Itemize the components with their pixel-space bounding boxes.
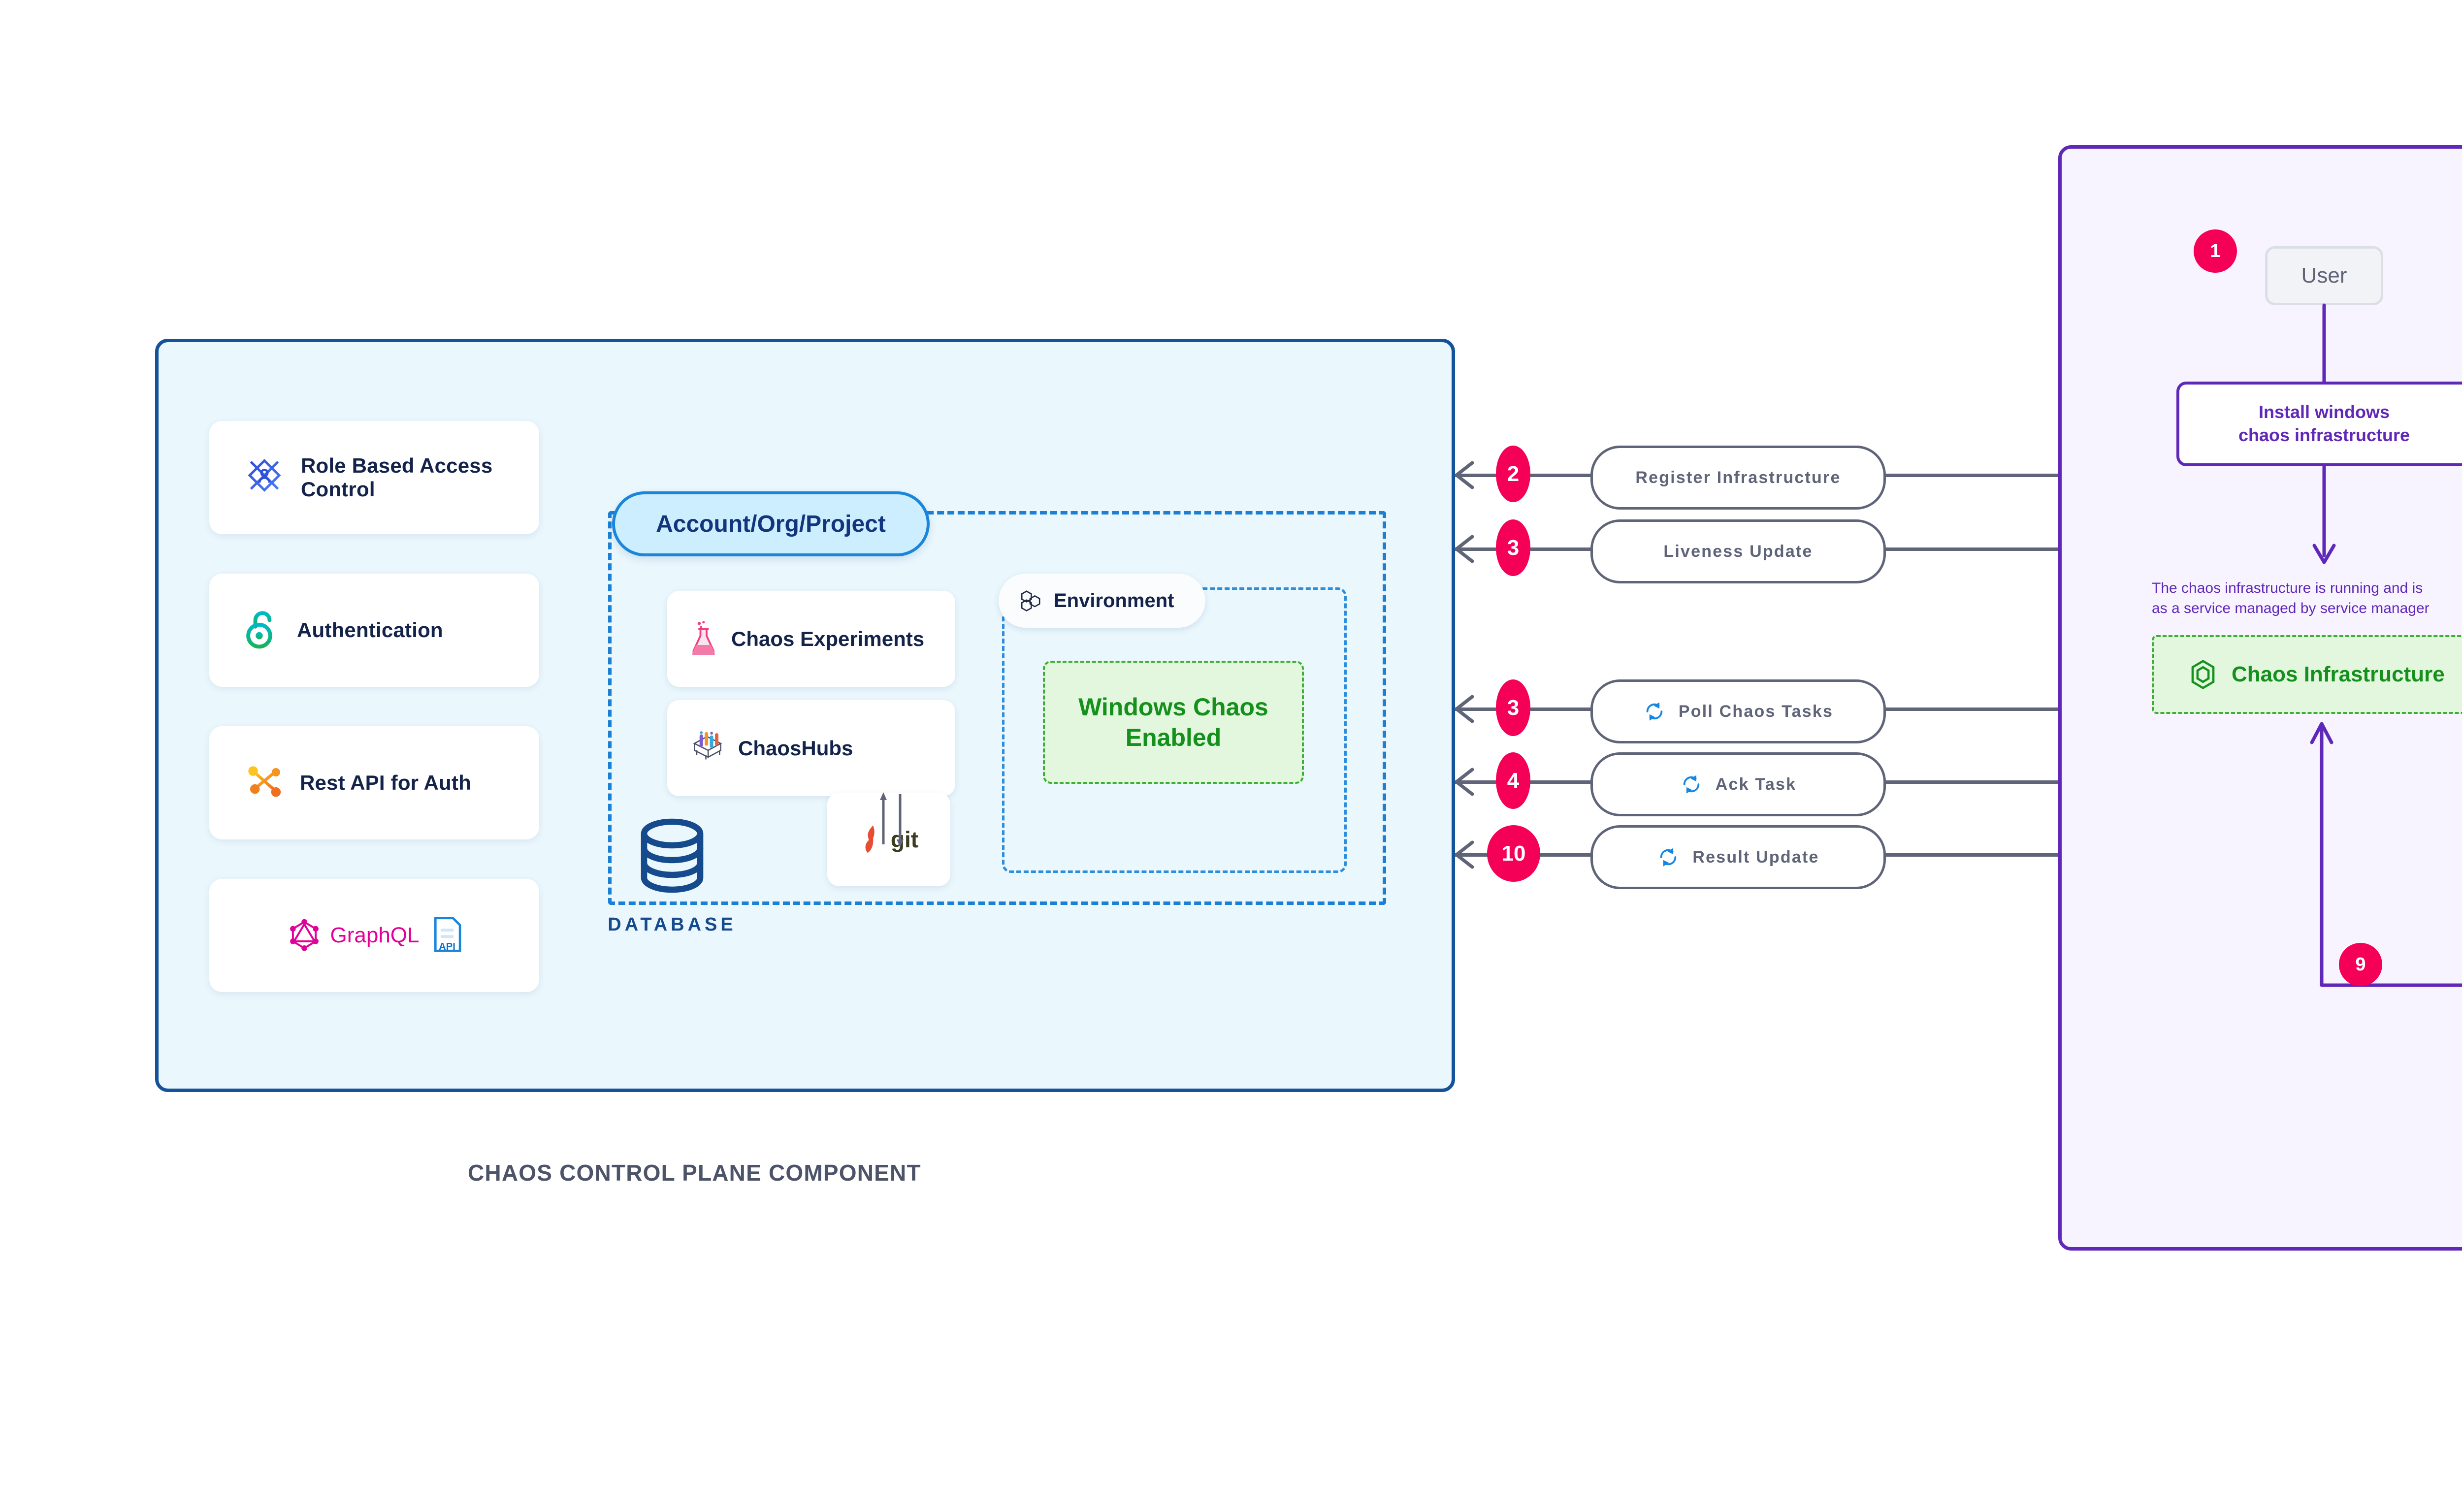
arrow-left-result: [1455, 840, 1474, 869]
sync-icon: [1680, 773, 1703, 796]
database-group: DATABASE: [591, 817, 753, 935]
connector-liveness-update[interactable]: Liveness Update: [1590, 519, 1886, 583]
inner-card-chaoshubs[interactable]: ChaosHubs: [667, 700, 955, 796]
connector-poll-chaos-tasks[interactable]: Poll Chaos Tasks: [1590, 679, 1886, 743]
badge-3-poll: 3: [1496, 679, 1530, 736]
feature-label: Rest API for Auth: [300, 771, 471, 794]
git-label: git: [890, 827, 919, 852]
connector-label: Poll Chaos Tasks: [1678, 702, 1834, 721]
feature-card-graphql[interactable]: GraphQL API: [209, 879, 539, 992]
git-icon: [865, 825, 875, 853]
connector-ack-task[interactable]: Ack Task: [1590, 752, 1886, 816]
graphql-icon: [286, 916, 323, 955]
account-org-project-container: [608, 511, 1386, 905]
rest-api-icon: [245, 763, 283, 804]
feature-card-rest-api[interactable]: Rest API for Auth: [209, 726, 539, 839]
connector-label: Ack Task: [1715, 774, 1797, 794]
git-card[interactable]: git: [827, 793, 950, 886]
badge-4: 4: [1496, 752, 1530, 809]
arrow-left-liveness: [1455, 535, 1474, 563]
inner-card-label: Chaos Experiments: [731, 627, 925, 650]
test-tube-rack-icon: [690, 731, 725, 766]
connector-label: Liveness Update: [1663, 542, 1813, 561]
chaos-infrastructure-label: Chaos Infrastructure: [2232, 662, 2445, 686]
database-icon: [641, 818, 704, 893]
chaos-infrastructure-node[interactable]: Chaos Infrastructure: [2152, 635, 2462, 714]
badge-1: 1: [2194, 229, 2237, 273]
feature-card-authentication[interactable]: Authentication: [209, 574, 539, 687]
environment-chip[interactable]: Environment: [999, 574, 1205, 628]
connector-register-infrastructure[interactable]: Register Infrastructure: [1590, 446, 1886, 510]
connector-result-update[interactable]: Result Update: [1590, 825, 1886, 889]
arrow-left-poll: [1455, 695, 1474, 723]
graphql-label: GraphQL: [330, 923, 420, 947]
inner-card-label: ChaosHubs: [738, 736, 853, 760]
connector-label: Register Infrastructure: [1635, 468, 1841, 487]
badge-3-liveness: 3: [1496, 519, 1530, 576]
feature-label: Role Based Access Control: [301, 454, 493, 501]
badge-10: 10: [1487, 825, 1540, 882]
authentication-icon: [245, 609, 280, 652]
badge-9: 9: [2339, 943, 2382, 986]
environment-hex-icon: [1021, 590, 1040, 611]
harness-hex-icon: [2191, 660, 2215, 689]
chaos-infra-note: The chaos infrastructure is running and …: [2152, 580, 2430, 616]
arrow-left-ack: [1455, 768, 1474, 796]
badge-2: 2: [1496, 446, 1530, 502]
feature-card-rbac[interactable]: Role Based Access Control: [209, 421, 539, 534]
control-plane-caption: CHAOS CONTROL PLANE COMPONENT: [468, 1160, 921, 1186]
windows-chaos-enabled-status: Windows Chaos Enabled: [1043, 661, 1304, 784]
sync-icon: [1657, 846, 1680, 869]
install-windows-chaos-infrastructure-node[interactable]: Install windows chaos infrastructure: [2176, 382, 2462, 466]
arrow-left-register: [1455, 461, 1474, 489]
rbac-icon: [245, 457, 284, 499]
connector-label: Result Update: [1692, 847, 1819, 867]
database-label: DATABASE: [608, 914, 737, 935]
sync-icon: [1643, 700, 1666, 723]
environment-chip-label: Environment: [1054, 589, 1174, 611]
inner-card-chaos-experiments[interactable]: Chaos Experiments: [667, 591, 955, 687]
user-node[interactable]: User: [2265, 246, 2383, 305]
svg-text:API: API: [439, 941, 456, 952]
api-document-icon: API: [432, 916, 462, 956]
flask-icon: [690, 620, 718, 657]
chaoshub-git-sync-arrows: [880, 792, 904, 847]
account-org-project-chip[interactable]: Account/Org/Project: [612, 491, 930, 556]
feature-label: Authentication: [297, 618, 443, 642]
